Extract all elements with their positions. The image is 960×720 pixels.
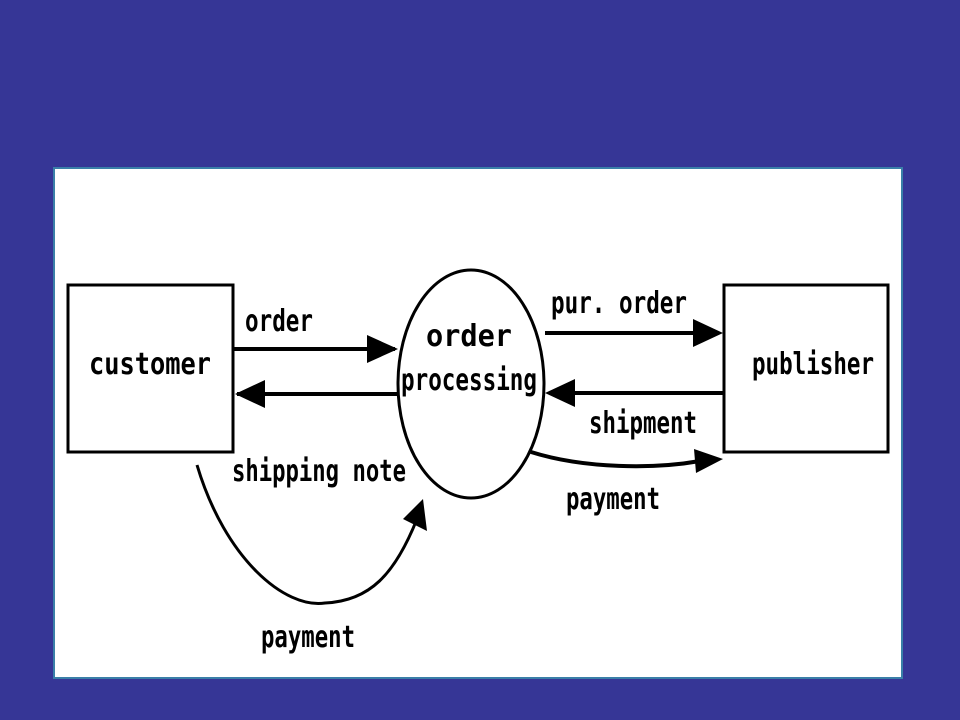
publisher-box xyxy=(722,283,890,454)
purchase-order-flow-label: pur. order xyxy=(551,286,687,321)
shipping-note-flow-label: shipping note xyxy=(232,454,406,489)
order-processing-label-line1: order xyxy=(426,319,512,354)
data-flow-diagram: customer order processing publisher orde… xyxy=(66,268,890,655)
order-arrowhead xyxy=(367,335,398,363)
publisher-label: publisher xyxy=(752,347,874,382)
customer-payment-arrowhead xyxy=(403,499,427,531)
customer-payment-flow-label: payment xyxy=(261,620,355,655)
customer-payment-flow-curve xyxy=(195,464,419,605)
shipment-flow-label: shipment xyxy=(589,406,697,441)
order-processing-circle xyxy=(396,268,546,500)
publisher-payment-flow-label: payment xyxy=(566,482,660,517)
order-flow-label: order xyxy=(245,304,313,339)
publisher-payment-arrowhead xyxy=(694,449,723,473)
purchase-order-arrowhead xyxy=(693,319,723,347)
order-processing-label-line2: processing xyxy=(401,363,537,398)
customer-box xyxy=(66,283,235,454)
shipment-arrowhead xyxy=(545,379,575,407)
publisher-payment-flow-curve xyxy=(530,450,701,469)
diagram-frame: customer order processing publisher orde… xyxy=(53,167,903,679)
shipping-note-arrowhead xyxy=(235,380,265,408)
customer-label: customer xyxy=(89,347,211,382)
